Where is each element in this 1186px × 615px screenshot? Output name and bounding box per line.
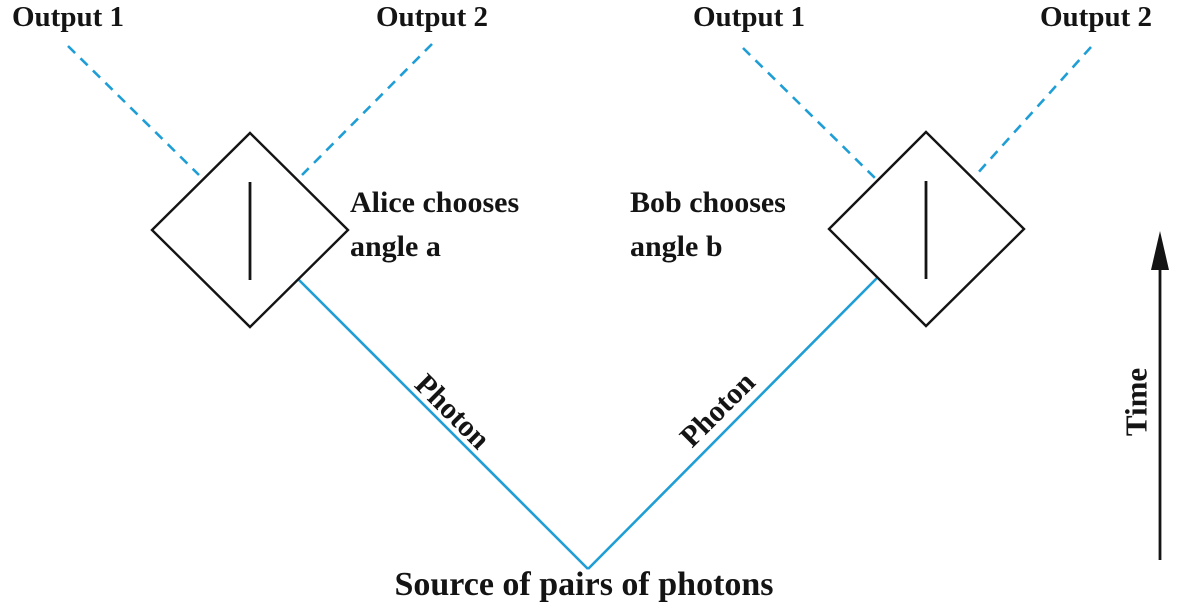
source-label: Source of pairs of photons [394,566,774,603]
alice-output2-dashed-beam [301,43,433,176]
time-arrow-head [1151,231,1169,270]
bob-output1-label: Output 1 [692,1,806,33]
bob-chooses-line2: angle b [630,230,723,263]
photon-path-to-alice [297,278,589,570]
alice-chooses-label: Alice chooses angle a [350,181,519,269]
alice-chooses-line2: angle a [350,230,441,263]
alice-chooses-line1: Alice chooses [350,186,520,219]
bob-chooses-label: Bob chooses angle b [630,181,786,269]
bob-output1-dashed-beam [742,47,876,179]
bob-output2-dashed-beam [975,46,1092,176]
alice-output2-label: Output 2 [375,1,489,33]
alice-output1-label: Output 1 [11,1,125,33]
bob-chooses-line1: Bob chooses [630,186,786,219]
bob-output2-label: Output 2 [1039,1,1153,33]
alice-output1-dashed-beam [67,45,200,176]
photon-path-to-bob [587,277,878,570]
time-axis-label: Time [1118,367,1154,437]
